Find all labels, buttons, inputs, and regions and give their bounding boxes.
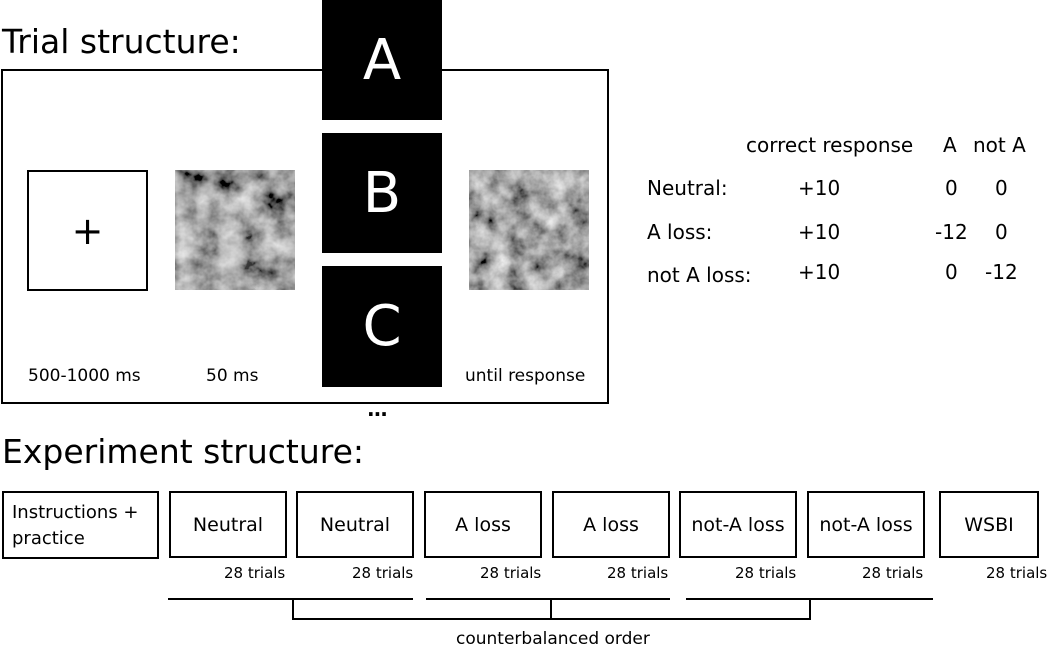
a-loss-not-a-value: 0	[995, 220, 1008, 244]
trials-count-not-a-loss-1: 28 trials	[735, 564, 797, 582]
neutral-a-value: 0	[945, 176, 958, 200]
row-label-neutral: Neutral:	[647, 176, 728, 200]
a-loss-a-value: -12	[935, 220, 968, 244]
block-label: Neutral	[319, 513, 391, 536]
neutral-correct-value: +10	[798, 176, 841, 200]
block-neutral-1: Neutral	[169, 491, 287, 558]
block-label: A loss	[455, 513, 511, 536]
letter-card-b: B	[322, 133, 442, 253]
not-a-loss-correct-value: +10	[798, 260, 841, 284]
not-a-loss-a-value: 0	[945, 260, 958, 284]
header-correct-response: correct response	[746, 133, 914, 157]
trials-count-neutral-2: 28 trials	[352, 564, 414, 582]
mask-stimulus-image	[469, 170, 589, 290]
bracket-tick-left	[292, 598, 294, 620]
block-wsbi: WSBI	[939, 491, 1039, 558]
block-label: Neutral	[192, 513, 264, 536]
trials-count-neutral-1: 28 trials	[224, 564, 286, 582]
bracket-base-line	[292, 618, 811, 620]
trials-count-wsbi: 28 trials	[986, 564, 1048, 582]
experiment-structure-heading: Experiment structure:	[2, 432, 365, 471]
noise-stimulus-image	[175, 170, 295, 290]
neutral-not-a-value: 0	[995, 176, 1008, 200]
letter-card-c: C	[322, 266, 442, 387]
block-label: Instructions + practice	[12, 502, 139, 549]
block-a-loss-1: A loss	[424, 491, 542, 558]
duration-mask: until response	[465, 366, 586, 386]
group-line-a-loss	[426, 598, 670, 600]
duration-stimulus: 50 ms	[206, 366, 259, 386]
letter-card-a: A	[322, 0, 442, 120]
block-label: WSBI	[964, 513, 1014, 536]
block-label: not-A loss	[819, 513, 913, 536]
block-not-a-loss-2: not-A loss	[807, 491, 925, 558]
trials-count-a-loss-1: 28 trials	[480, 564, 542, 582]
block-a-loss-2: A loss	[552, 491, 670, 558]
row-label-not-a-loss: not A loss:	[647, 263, 752, 287]
header-a: A	[943, 133, 957, 157]
counterbalanced-order-label: counterbalanced order	[456, 629, 650, 649]
group-line-neutral	[168, 598, 413, 600]
block-not-a-loss-1: not-A loss	[679, 491, 797, 558]
trials-count-not-a-loss-2: 28 trials	[862, 564, 924, 582]
fixation-cross: +	[71, 208, 104, 253]
bracket-tick-right	[809, 598, 811, 620]
a-loss-correct-value: +10	[798, 220, 841, 244]
ellipsis: ...	[367, 397, 388, 421]
duration-fixation: 500-1000 ms	[28, 366, 141, 386]
row-label-a-loss: A loss:	[647, 220, 713, 244]
block-label: not-A loss	[691, 513, 785, 536]
header-not-a: not A	[973, 133, 1026, 157]
trials-count-a-loss-2: 28 trials	[607, 564, 669, 582]
block-neutral-2: Neutral	[296, 491, 414, 558]
fixation-frame: +	[27, 170, 148, 291]
trial-structure-heading: Trial structure:	[2, 22, 241, 61]
block-instructions-practice: Instructions + practice	[2, 491, 159, 559]
not-a-loss-not-a-value: -12	[985, 260, 1018, 284]
bracket-tick-middle	[550, 598, 552, 620]
block-label: A loss	[583, 513, 639, 536]
